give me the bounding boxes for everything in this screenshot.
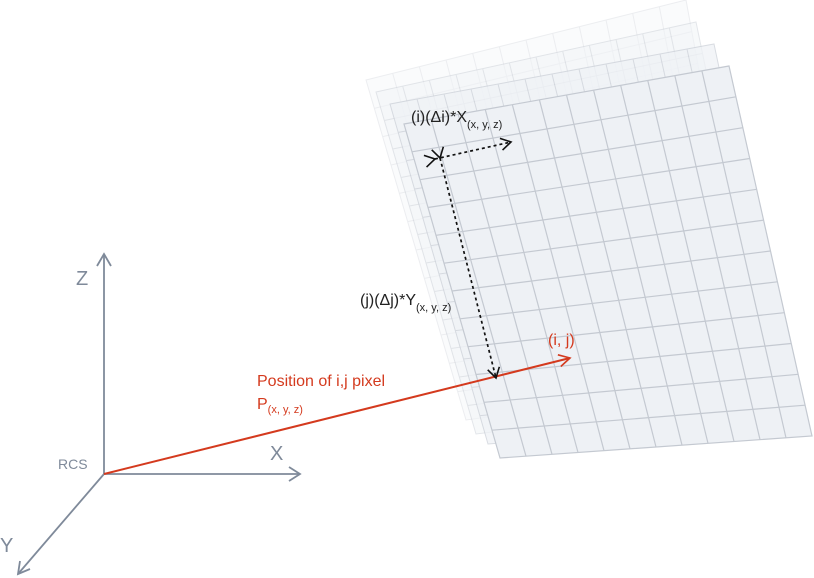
position-vector-label: Position of i,j pixel: [257, 373, 385, 390]
y-axis-arrowhead: [16, 560, 31, 576]
x-axis-arrowhead: [288, 466, 302, 482]
row-step-label: (i)(Δi)*X(x, y, z): [411, 109, 502, 131]
image-slice-stack: [365, 0, 813, 459]
step-vectors: [423, 137, 513, 380]
column-step-arrow: [431, 146, 501, 380]
row-step-text: (i)(Δi)*X: [411, 109, 467, 126]
grid-line: [701, 70, 787, 438]
step-labels: (i)(Δi)*X(x, y, z) (j)(Δj)*Y(x, y, z): [360, 109, 502, 314]
z-axis-arrowhead: [96, 252, 112, 267]
x-axis-label: X: [270, 443, 283, 465]
rcs-label: RCS: [58, 456, 88, 472]
position-symbol: P(x, y, z): [257, 396, 303, 416]
column-step-label: (j)(Δj)*Y(x, y, z): [360, 292, 451, 314]
rcs-axes: [16, 252, 302, 576]
position-vector-labels: Position of i,j pixel P(x, y, z) (i, j): [257, 332, 575, 416]
position-symbol-letter: P: [257, 396, 268, 413]
row-step-subscript: (x, y, z): [467, 119, 502, 131]
z-axis-label: Z: [76, 268, 88, 290]
pixel-label: (i, j): [548, 332, 575, 349]
axis-labels: RCS Z X Y: [0, 268, 283, 557]
column-step-text: (j)(Δj)*Y: [360, 292, 416, 309]
column-step-subscript: (x, y, z): [416, 302, 451, 314]
position-symbol-subscript: (x, y, z): [268, 404, 303, 416]
y-axis: [17, 473, 105, 575]
grid-line: [483, 373, 799, 403]
grid-line: [491, 404, 806, 431]
y-axis-label: Y: [0, 535, 13, 557]
